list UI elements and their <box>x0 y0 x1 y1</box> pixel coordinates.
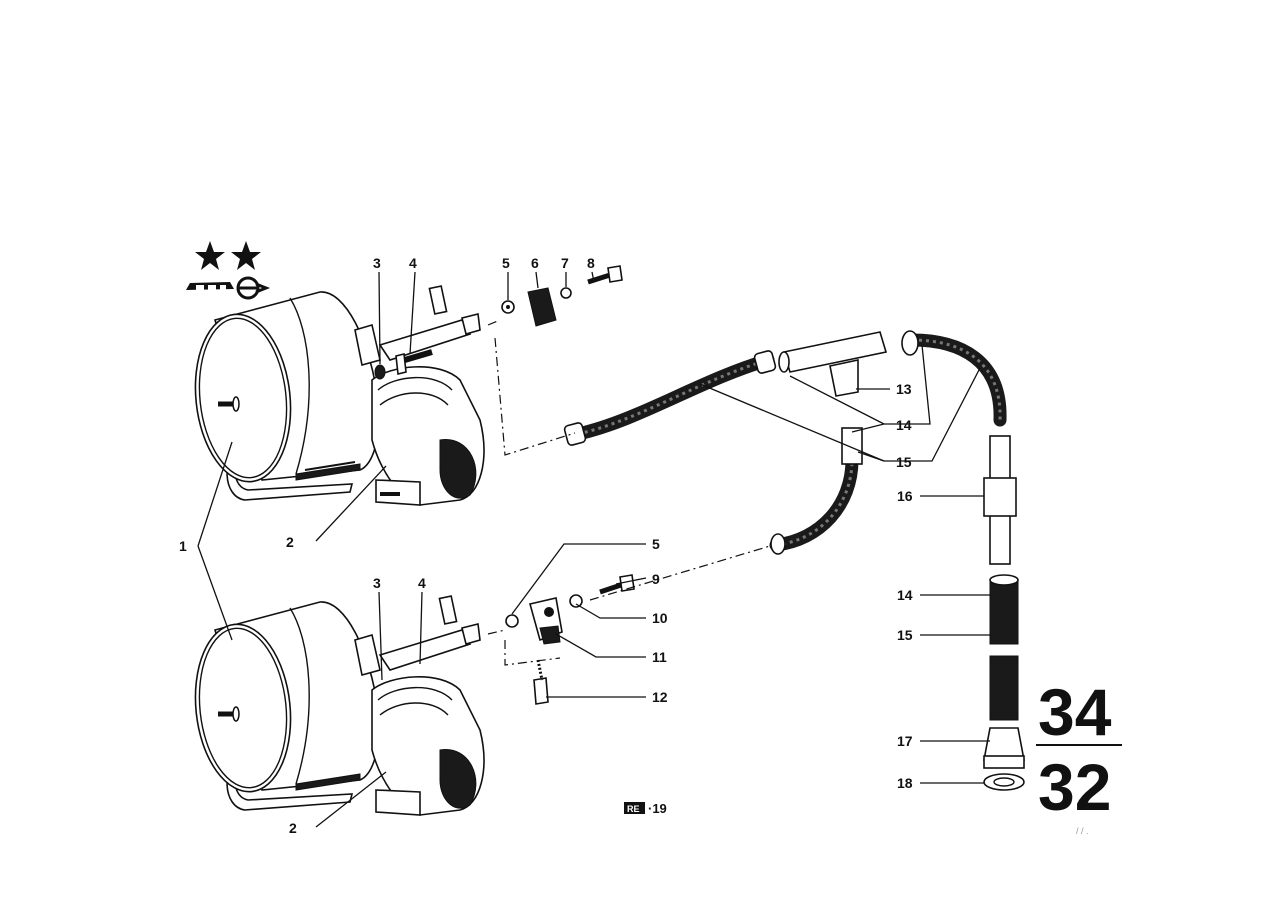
callout-17: 17 <box>897 733 913 749</box>
callout-14-upper: 14 <box>896 417 912 433</box>
callout-numbers: 1 2 2 3 4 3 4 5 6 7 8 5 9 10 11 12 13 14… <box>179 255 913 836</box>
callout-7: 7 <box>561 255 569 271</box>
small-parts-lower <box>505 574 635 705</box>
group-number: 34 32 <box>1036 675 1122 824</box>
callout-15-lower: 15 <box>897 627 913 643</box>
vacuum-hoses <box>563 330 1025 791</box>
callout-12: 12 <box>652 689 668 705</box>
callout-10: 10 <box>652 610 668 626</box>
callout-1: 1 <box>179 538 187 554</box>
assembly-lines <box>487 319 771 666</box>
star-icon <box>195 241 225 270</box>
car-logo-icon <box>186 276 271 300</box>
callout-14-lower: 14 <box>897 587 913 603</box>
star-icon <box>231 241 261 270</box>
callout-18: 18 <box>897 775 913 791</box>
callout-15-upper: 15 <box>896 454 912 470</box>
callout-11: 11 <box>652 649 667 665</box>
ref-code: ·19 <box>648 801 667 816</box>
group-number-top: 34 <box>1038 675 1112 749</box>
callout-5-upper: 5 <box>502 255 510 271</box>
callout-13: 13 <box>896 381 912 397</box>
model-badges <box>186 241 271 300</box>
callout-3-upper: 3 <box>373 255 381 271</box>
callout-9: 9 <box>652 571 660 587</box>
corner-mark: / / . <box>1076 826 1089 836</box>
callout-16: 16 <box>897 488 913 504</box>
callout-5-lower: 5 <box>652 536 660 552</box>
callout-3-lower: 3 <box>373 575 381 591</box>
reference-code: RE ·19 <box>624 801 667 816</box>
callout-2-upper: 2 <box>286 534 294 550</box>
group-number-bottom: 32 <box>1038 750 1111 824</box>
ref-badge: RE <box>627 804 640 814</box>
callout-6: 6 <box>531 255 539 271</box>
callout-4-upper: 4 <box>409 255 417 271</box>
leader-lines <box>197 271 990 828</box>
small-parts-upper <box>374 265 623 380</box>
callout-2-lower: 2 <box>289 820 297 836</box>
callout-4-lower: 4 <box>418 575 426 591</box>
brake-booster-upper <box>194 285 485 506</box>
brake-booster-lower <box>194 595 485 816</box>
callout-8: 8 <box>587 255 595 271</box>
